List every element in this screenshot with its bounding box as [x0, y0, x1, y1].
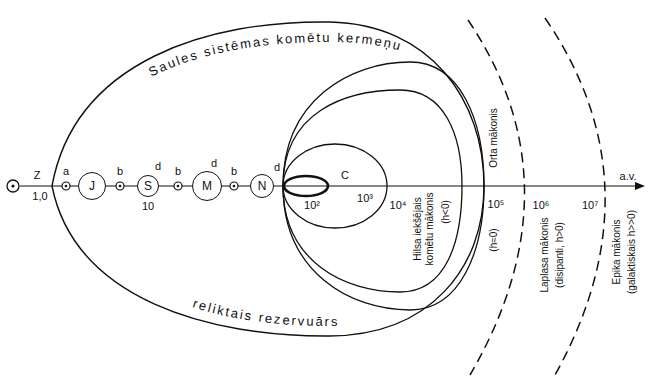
sun-symbol [7, 180, 19, 192]
axis-label: b [175, 165, 181, 178]
axis-label: d [155, 160, 161, 173]
region-label: Epika mākonis [611, 219, 623, 284]
region-label: (h<0) [440, 200, 452, 224]
axis-label: Z [34, 169, 41, 182]
laplace-boundary [468, 20, 525, 375]
reservoir-outline [52, 22, 484, 336]
planet-letter: N [258, 180, 267, 192]
axis-label: 10² [304, 199, 320, 212]
curved-caption-text: Saules sistēmas komētu kermeņu [146, 30, 404, 79]
axis-label: a.v. [620, 170, 637, 183]
axis-label: d [211, 157, 217, 170]
region-label: Hilsa iekšējais komētu mākonis [412, 189, 436, 269]
axis-arrowhead [635, 182, 645, 190]
planet-circle: S [137, 175, 159, 197]
planet-circle: J [78, 172, 106, 200]
planet-letter: M [202, 180, 212, 192]
curved-caption-text: reliktais rezervuārs [191, 296, 339, 329]
region-label: Orta mākonis [488, 108, 500, 167]
axis-label: b [117, 165, 123, 178]
region-label: (galaktiskais h>>0) [626, 210, 638, 294]
planet-circle: N [250, 174, 274, 198]
curved-caption: reliktais rezervuārs [191, 296, 339, 329]
planet-letter: S [144, 180, 152, 192]
planet-circle: M [192, 171, 222, 201]
axis-label: 10⁵ [488, 198, 505, 211]
axis-label: 1,0 [32, 190, 47, 203]
axis-label: 10 [142, 200, 154, 213]
axis-label: a [63, 165, 69, 178]
hills-cloud-outline [283, 90, 462, 292]
axis-label: b [231, 165, 237, 178]
axis-label: 10⁷ [582, 199, 598, 212]
distance-axis [20, 185, 637, 186]
axis-label: C [341, 169, 349, 182]
axis-label: d [274, 161, 280, 174]
curved-caption: Saules sistēmas komētu kermeņu [146, 30, 404, 79]
region-label: (h≈0) [488, 228, 500, 251]
galactic-boundary [545, 18, 605, 375]
axis-label: 10⁴ [390, 199, 407, 212]
axis-label: 10⁶ [533, 199, 550, 212]
region-label: (disipanti, h>0) [554, 222, 566, 288]
planet-letter: J [89, 180, 95, 192]
axis-label: 10³ [357, 192, 373, 205]
region-label: Laplasa mākonis [539, 217, 551, 292]
